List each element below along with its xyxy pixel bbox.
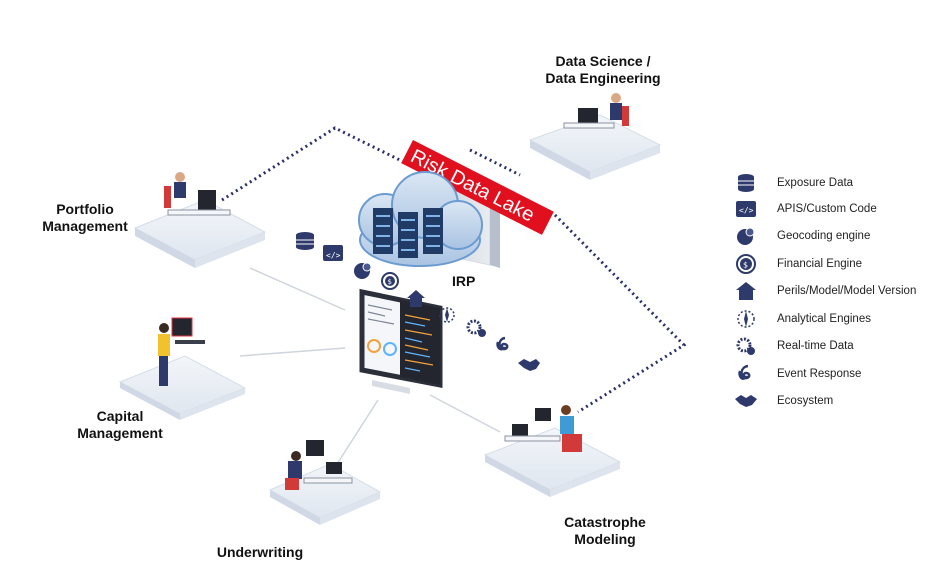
cloud-icon (358, 171, 483, 267)
hurricane-icon (735, 363, 757, 385)
workstation-catastrophe (483, 405, 622, 497)
globe-pin-icon (354, 262, 372, 279)
legend-item: Perils/Model/Model Version (735, 280, 916, 302)
svg-text:</>: </> (326, 251, 341, 260)
house-icon (407, 290, 425, 307)
legend-item: </> APIS/Custom Code (735, 198, 877, 220)
legend-item-label: APIS/Custom Code (777, 203, 877, 215)
connector-lake-right (469, 148, 521, 177)
workstation-portfolio (133, 172, 267, 268)
label-portfolio-line1: Portfolio (56, 201, 114, 217)
gear-cluster-icon (735, 335, 757, 357)
flow-icons: </> $ (296, 232, 540, 371)
svg-text:$: $ (743, 261, 748, 270)
dollar-cycle-icon: $ (735, 253, 757, 275)
legend-item-label: Geocoding engine (777, 230, 871, 242)
label-underwriting: Underwriting (200, 544, 320, 561)
handshake-icon (735, 390, 757, 412)
legend-item: Real-time Data (735, 335, 854, 357)
legend-item: Geocoding engine (735, 225, 870, 247)
workstation-capital (118, 317, 247, 420)
label-portfolio: Portfolio Management (25, 201, 145, 235)
code-window-icon: </> (323, 245, 343, 261)
label-underwriting-line1: Underwriting (216, 544, 304, 560)
workstation-underwriting (268, 440, 382, 525)
label-catastrophe: Catastrophe Modeling (545, 514, 665, 548)
label-portfolio-line2: Management (42, 218, 128, 234)
legend-item-label: Perils/Model/Model Version (777, 285, 917, 297)
workstation-data-science (528, 93, 662, 180)
legend-item: Exposure Data (735, 172, 853, 194)
server-rack-icon (373, 208, 443, 258)
label-data-science-line2: Data Engineering (545, 70, 661, 86)
label-catastrophe-line2: Modeling (574, 531, 636, 547)
legend-item-label: Event Response (777, 368, 862, 380)
legend-item: $ Financial Engine (735, 253, 862, 275)
code-window-icon: </> (735, 198, 757, 220)
hurricane-icon (496, 336, 509, 351)
legend-item-label: Real-time Data (777, 340, 854, 352)
connector-portfolio-to-top (221, 126, 421, 202)
label-data-science: Data Science / Data Engineering (528, 53, 678, 87)
globe-pin-icon (735, 225, 757, 247)
house-icon (735, 280, 757, 302)
label-catastrophe-line1: Catastrophe (564, 514, 646, 530)
label-capital: Capital Management (60, 408, 180, 442)
handshake-icon (518, 359, 540, 371)
irp-label: IRP (452, 273, 475, 289)
legend-item-label: Exposure Data (777, 177, 854, 189)
compass-icon (439, 307, 455, 323)
legend-item: Event Response (735, 363, 861, 385)
central-monitor (359, 288, 443, 394)
legend-item-label: Analytical Engines (777, 313, 871, 325)
legend-item: Ecosystem (735, 390, 833, 412)
label-capital-line2: Management (77, 425, 163, 441)
svg-text:$: $ (388, 278, 392, 286)
svg-text:</>: </> (739, 206, 754, 215)
dollar-cycle-icon: $ (381, 272, 399, 290)
label-capital-line1: Capital (96, 408, 144, 424)
legend-item: Analytical Engines (735, 308, 871, 330)
legend-item-label: Ecosystem (777, 395, 834, 407)
legend-item-label: Financial Engine (777, 258, 863, 270)
compass-icon (735, 308, 757, 330)
connector-right (553, 213, 687, 414)
gear-cluster-icon (466, 319, 486, 337)
dotted-connectors (221, 126, 687, 414)
label-data-science-line1: Data Science / (555, 53, 651, 69)
database-icon (735, 172, 757, 194)
database-icon (296, 232, 314, 250)
